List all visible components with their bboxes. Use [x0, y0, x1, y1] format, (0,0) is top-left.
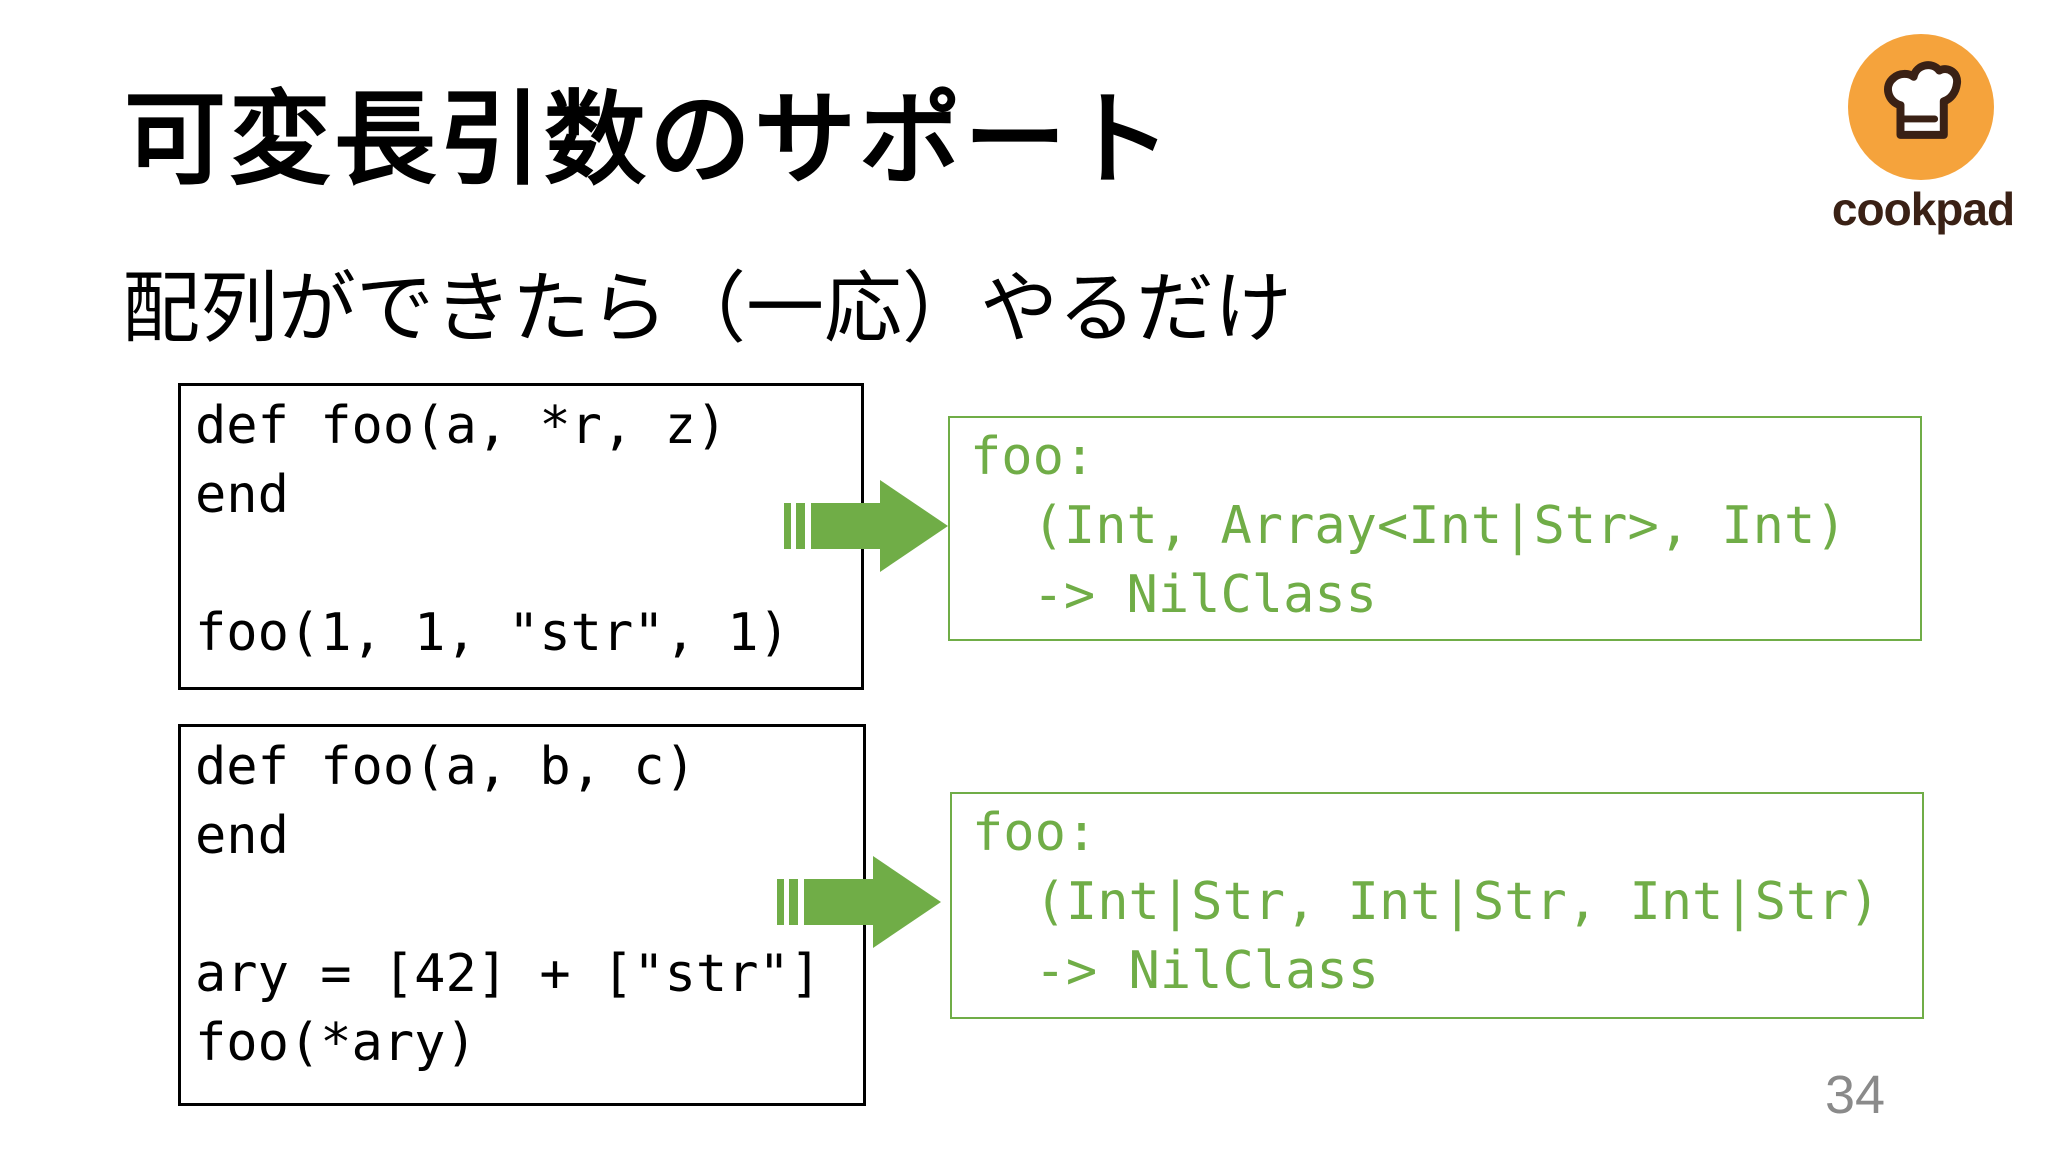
- code-line: def foo(a, *r, z): [195, 396, 728, 456]
- type-line: -> NilClass: [972, 941, 1379, 1001]
- type-result-box-1: foo: (Int, Array<Int|Str>, Int) -> NilCl…: [948, 416, 1922, 641]
- cookpad-logo: [1848, 34, 1994, 180]
- chef-hat-icon: [1884, 61, 1962, 139]
- slide-subtitle: 配列ができたら（一応）やるだけ: [122, 264, 1293, 352]
- code-line: foo(*ary): [195, 1013, 477, 1073]
- type-line: -> NilClass: [970, 565, 1377, 625]
- type-result-box-2: foo: (Int|Str, Int|Str, Int|Str) -> NilC…: [950, 792, 1924, 1019]
- code-box-2: def foo(a, b, c) end ary = [42] + ["str"…: [178, 724, 866, 1106]
- type-line: foo:: [970, 427, 1096, 487]
- code-line: foo(1, 1, "str", 1): [195, 603, 790, 663]
- type-line: foo:: [972, 803, 1098, 863]
- code-line: [195, 530, 847, 599]
- code-box-1: def foo(a, *r, z) end foo(1, 1, "str", 1…: [178, 383, 864, 690]
- type-line: (Int, Array<Int|Str>, Int): [970, 496, 1847, 556]
- code-line: def foo(a, b, c): [195, 737, 696, 797]
- type-line: (Int|Str, Int|Str, Int|Str): [972, 872, 1880, 932]
- code-line: ary = [42] + ["str"]: [195, 944, 822, 1004]
- striped-right-arrow-icon: [777, 856, 941, 948]
- slide-title: 可変長引数のサポート: [124, 83, 1174, 197]
- striped-right-arrow-icon: [784, 480, 948, 572]
- code-line: end: [195, 806, 289, 866]
- cookpad-wordmark: cookpad: [1831, 183, 2015, 235]
- code-line: end: [195, 465, 289, 525]
- code-line: [195, 871, 849, 940]
- page-number: 34: [1824, 1065, 1886, 1125]
